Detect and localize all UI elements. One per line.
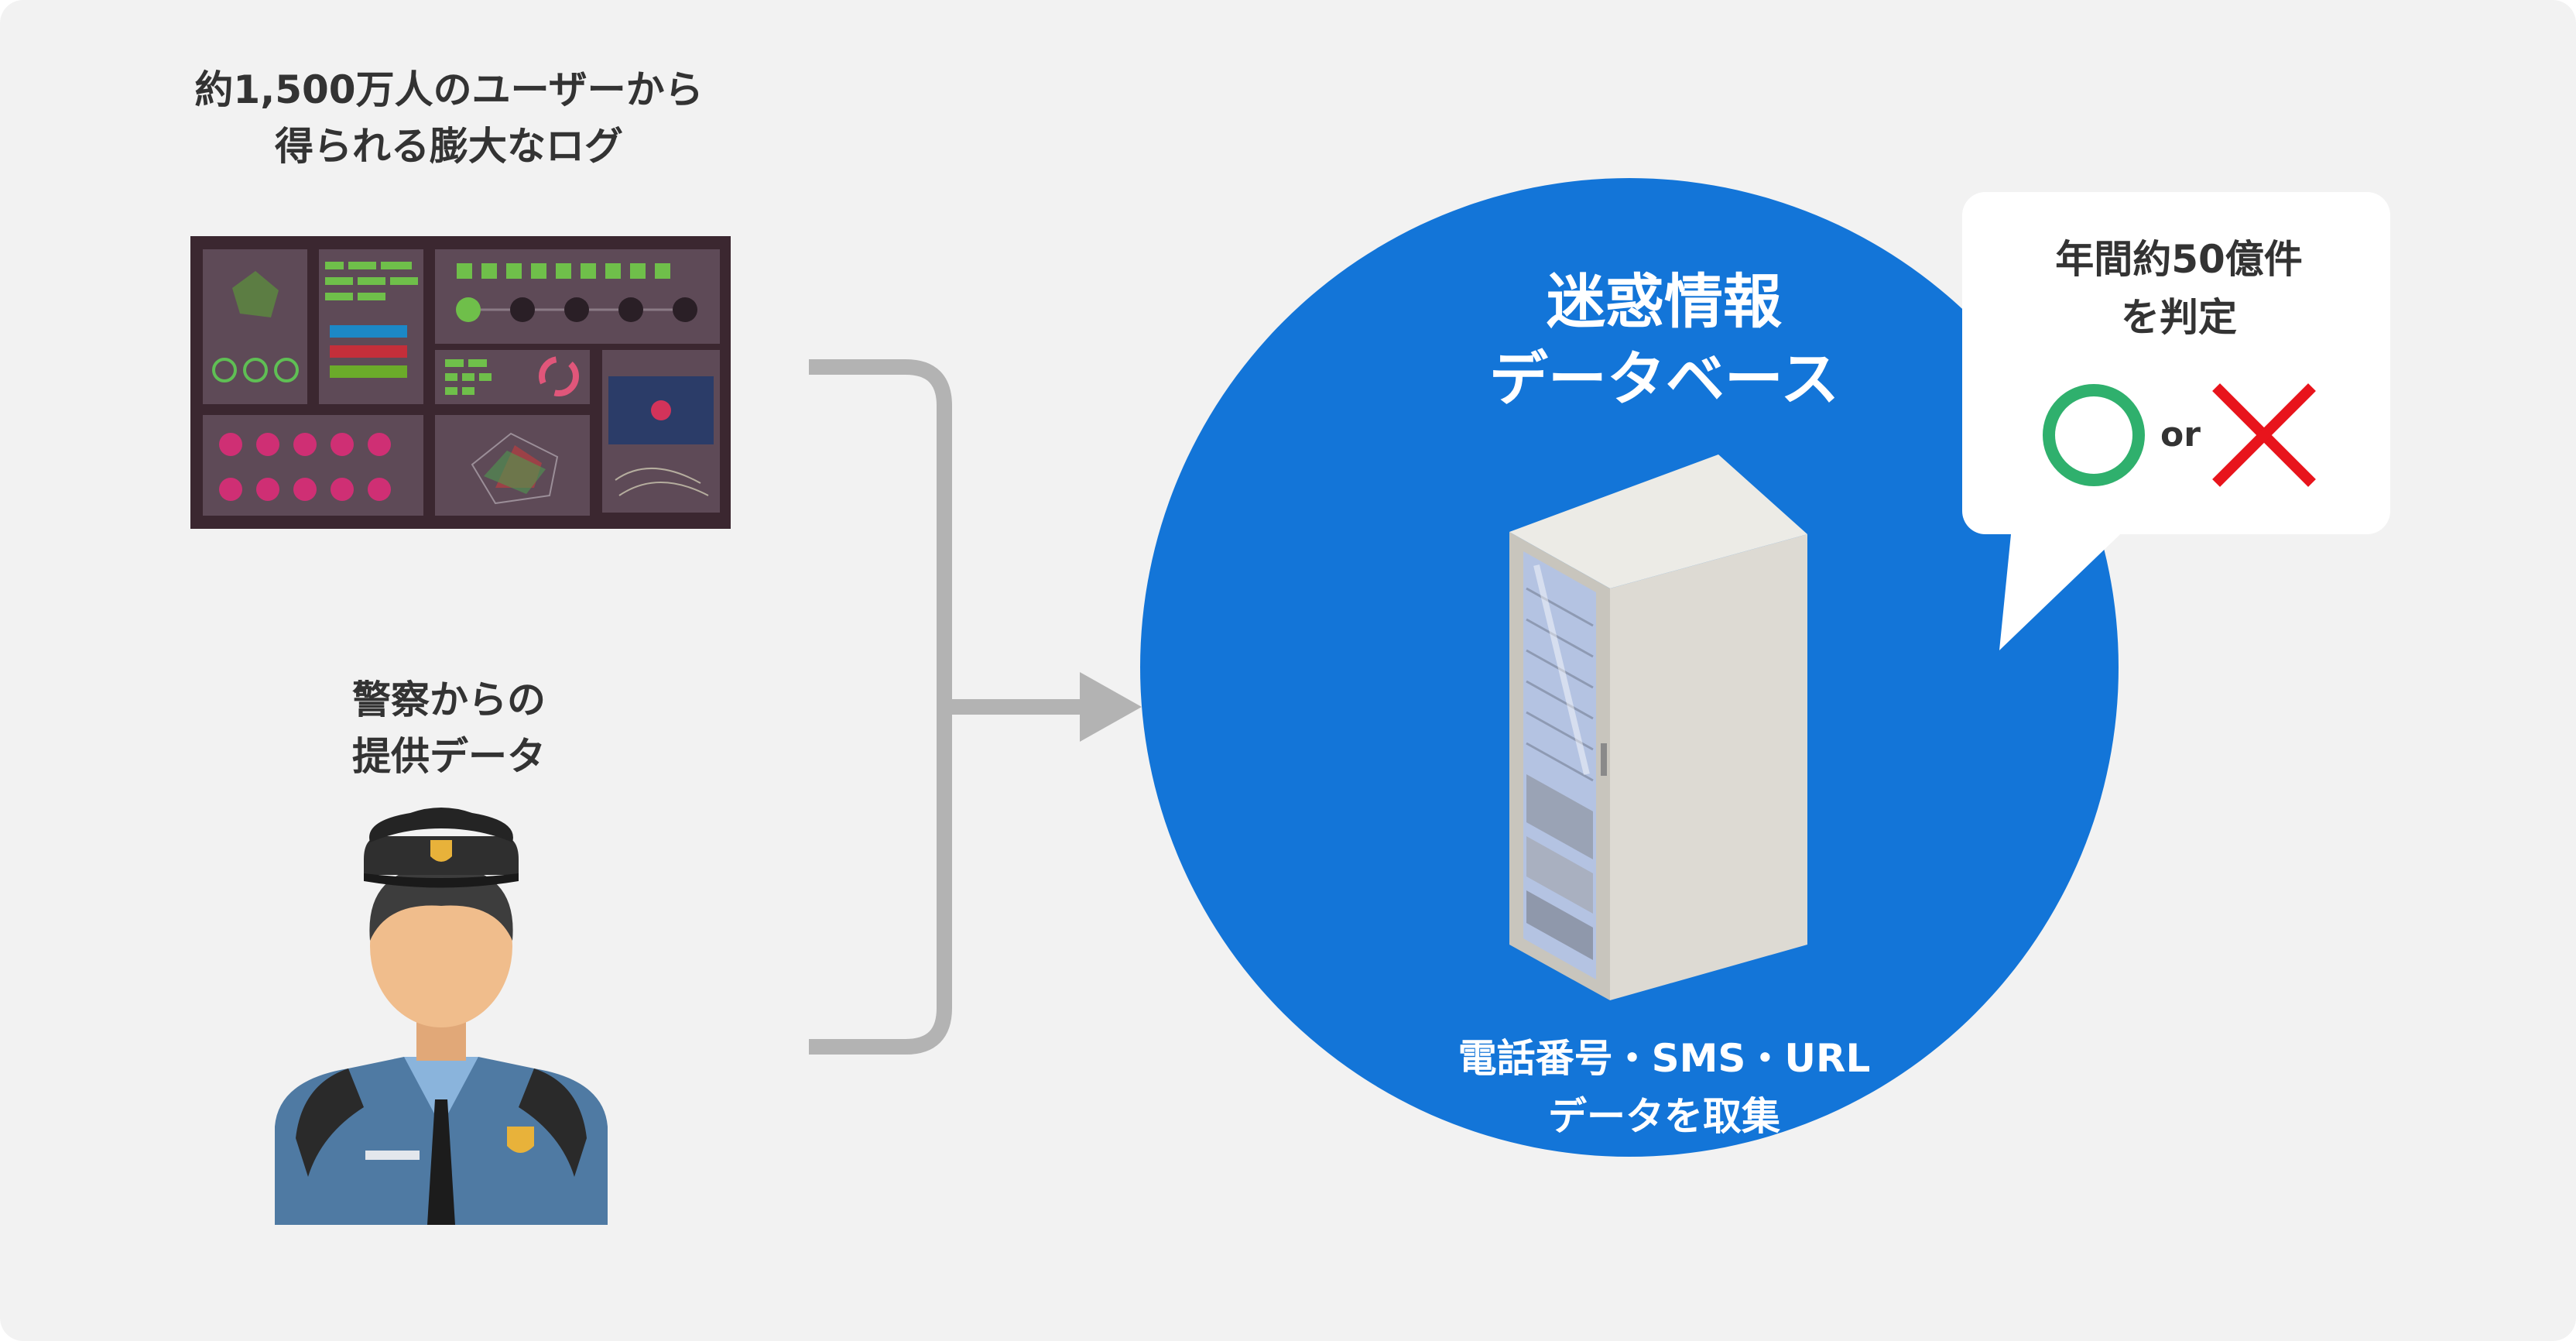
cross-mark-icon: [2212, 383, 2316, 487]
logs-title: 約1,500万人のユーザーから 得られる膨大なログ: [116, 62, 782, 174]
police-title-line1: 警察からの: [352, 677, 546, 722]
database-title: 迷惑情報 データベース: [1316, 263, 2012, 419]
dashboard-image: [190, 236, 731, 529]
police-officer-icon: [275, 808, 608, 1225]
bubble-line2: を判定: [2121, 295, 2237, 340]
police-title-line2: 提供データ: [352, 733, 546, 779]
logs-title-line1: 約1,500万人のユーザーから: [194, 67, 704, 112]
police-title: 警察からの 提供データ: [232, 672, 666, 784]
ok-circle-icon: [2043, 384, 2145, 486]
collect-line1: 電話番号・SMS・URL: [1458, 1036, 1871, 1081]
server-rack-icon: [1509, 454, 1807, 1000]
connector-arrow: [809, 359, 1142, 1055]
database-title-line1: 迷惑情報: [1547, 267, 1782, 336]
collect-line2: データを取集: [1548, 1094, 1780, 1139]
database-collect-text: 電話番号・SMS・URL データを取集: [1316, 1030, 2012, 1146]
or-label: or: [2160, 415, 2201, 454]
bubble-line1: 年間約50億件: [2055, 237, 2303, 282]
database-title-line2: データベース: [1488, 345, 1840, 414]
bubble-text: 年間約50億件 を判定: [1962, 231, 2396, 347]
logs-title-line2: 得られる膨大なログ: [275, 123, 623, 169]
judgement-bubble: [1962, 192, 2390, 650]
